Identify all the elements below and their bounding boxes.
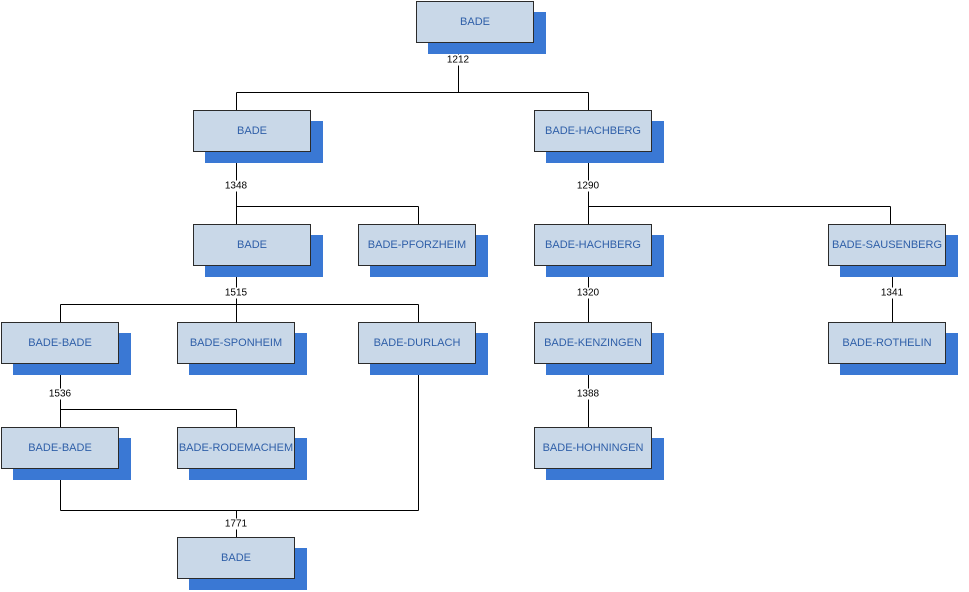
node-bade-final: BADE (177, 537, 307, 590)
year-label: 1515 (223, 287, 249, 299)
node-bade-hohningen: BADE-HOHNINGEN (534, 427, 664, 480)
year-label: 1290 (575, 180, 601, 192)
node-bade-bade: BADE-BADE (1, 427, 131, 480)
node-label: BADE-HACHBERG (534, 110, 652, 152)
node-label: BADE (193, 224, 311, 266)
node-label: BADE-ROTHELIN (828, 322, 946, 364)
node-bade-bade: BADE-BADE (1, 322, 131, 375)
node-bade-sausenberg: BADE-SAUSENBERG (828, 224, 958, 277)
node-bade-rodemachem: BADE-RODEMACHEM (177, 427, 307, 480)
node-label: BADE-BADE (1, 427, 119, 469)
year-label: 1212 (445, 54, 471, 66)
node-label: BADE-PFORZHEIM (358, 224, 476, 266)
year-label: 1348 (223, 180, 249, 192)
node-label: BADE-BADE (1, 322, 119, 364)
node-label: BADE (416, 1, 534, 43)
year-label: 1771 (223, 518, 249, 530)
year-label: 1341 (879, 287, 905, 299)
node-bade-hachberg: BADE-HACHBERG (534, 224, 664, 277)
node-bade-durlach: BADE-DURLACH (358, 322, 488, 375)
year-label: 1320 (575, 287, 601, 299)
node-bade-root: BADE (416, 1, 546, 54)
node-bade-hachberg: BADE-HACHBERG (534, 110, 664, 163)
node-label: BADE (193, 110, 311, 152)
node-bade: BADE (193, 110, 323, 163)
node-bade-sponheim: BADE-SPONHEIM (177, 322, 307, 375)
node-label: BADE-DURLACH (358, 322, 476, 364)
year-label: 1536 (47, 388, 73, 400)
year-label: 1388 (575, 388, 601, 400)
node-bade: BADE (193, 224, 323, 277)
node-label: BADE-KENZINGEN (534, 322, 652, 364)
node-label: BADE-RODEMACHEM (177, 427, 295, 469)
node-label: BADE (177, 537, 295, 579)
node-label: BADE-SPONHEIM (177, 322, 295, 364)
node-label: BADE-HOHNINGEN (534, 427, 652, 469)
node-bade-kenzingen: BADE-KENZINGEN (534, 322, 664, 375)
node-bade-rothelin: BADE-ROTHELIN (828, 322, 958, 375)
node-label: BADE-HACHBERG (534, 224, 652, 266)
node-bade-pforzheim: BADE-PFORZHEIM (358, 224, 488, 277)
node-label: BADE-SAUSENBERG (828, 224, 946, 266)
